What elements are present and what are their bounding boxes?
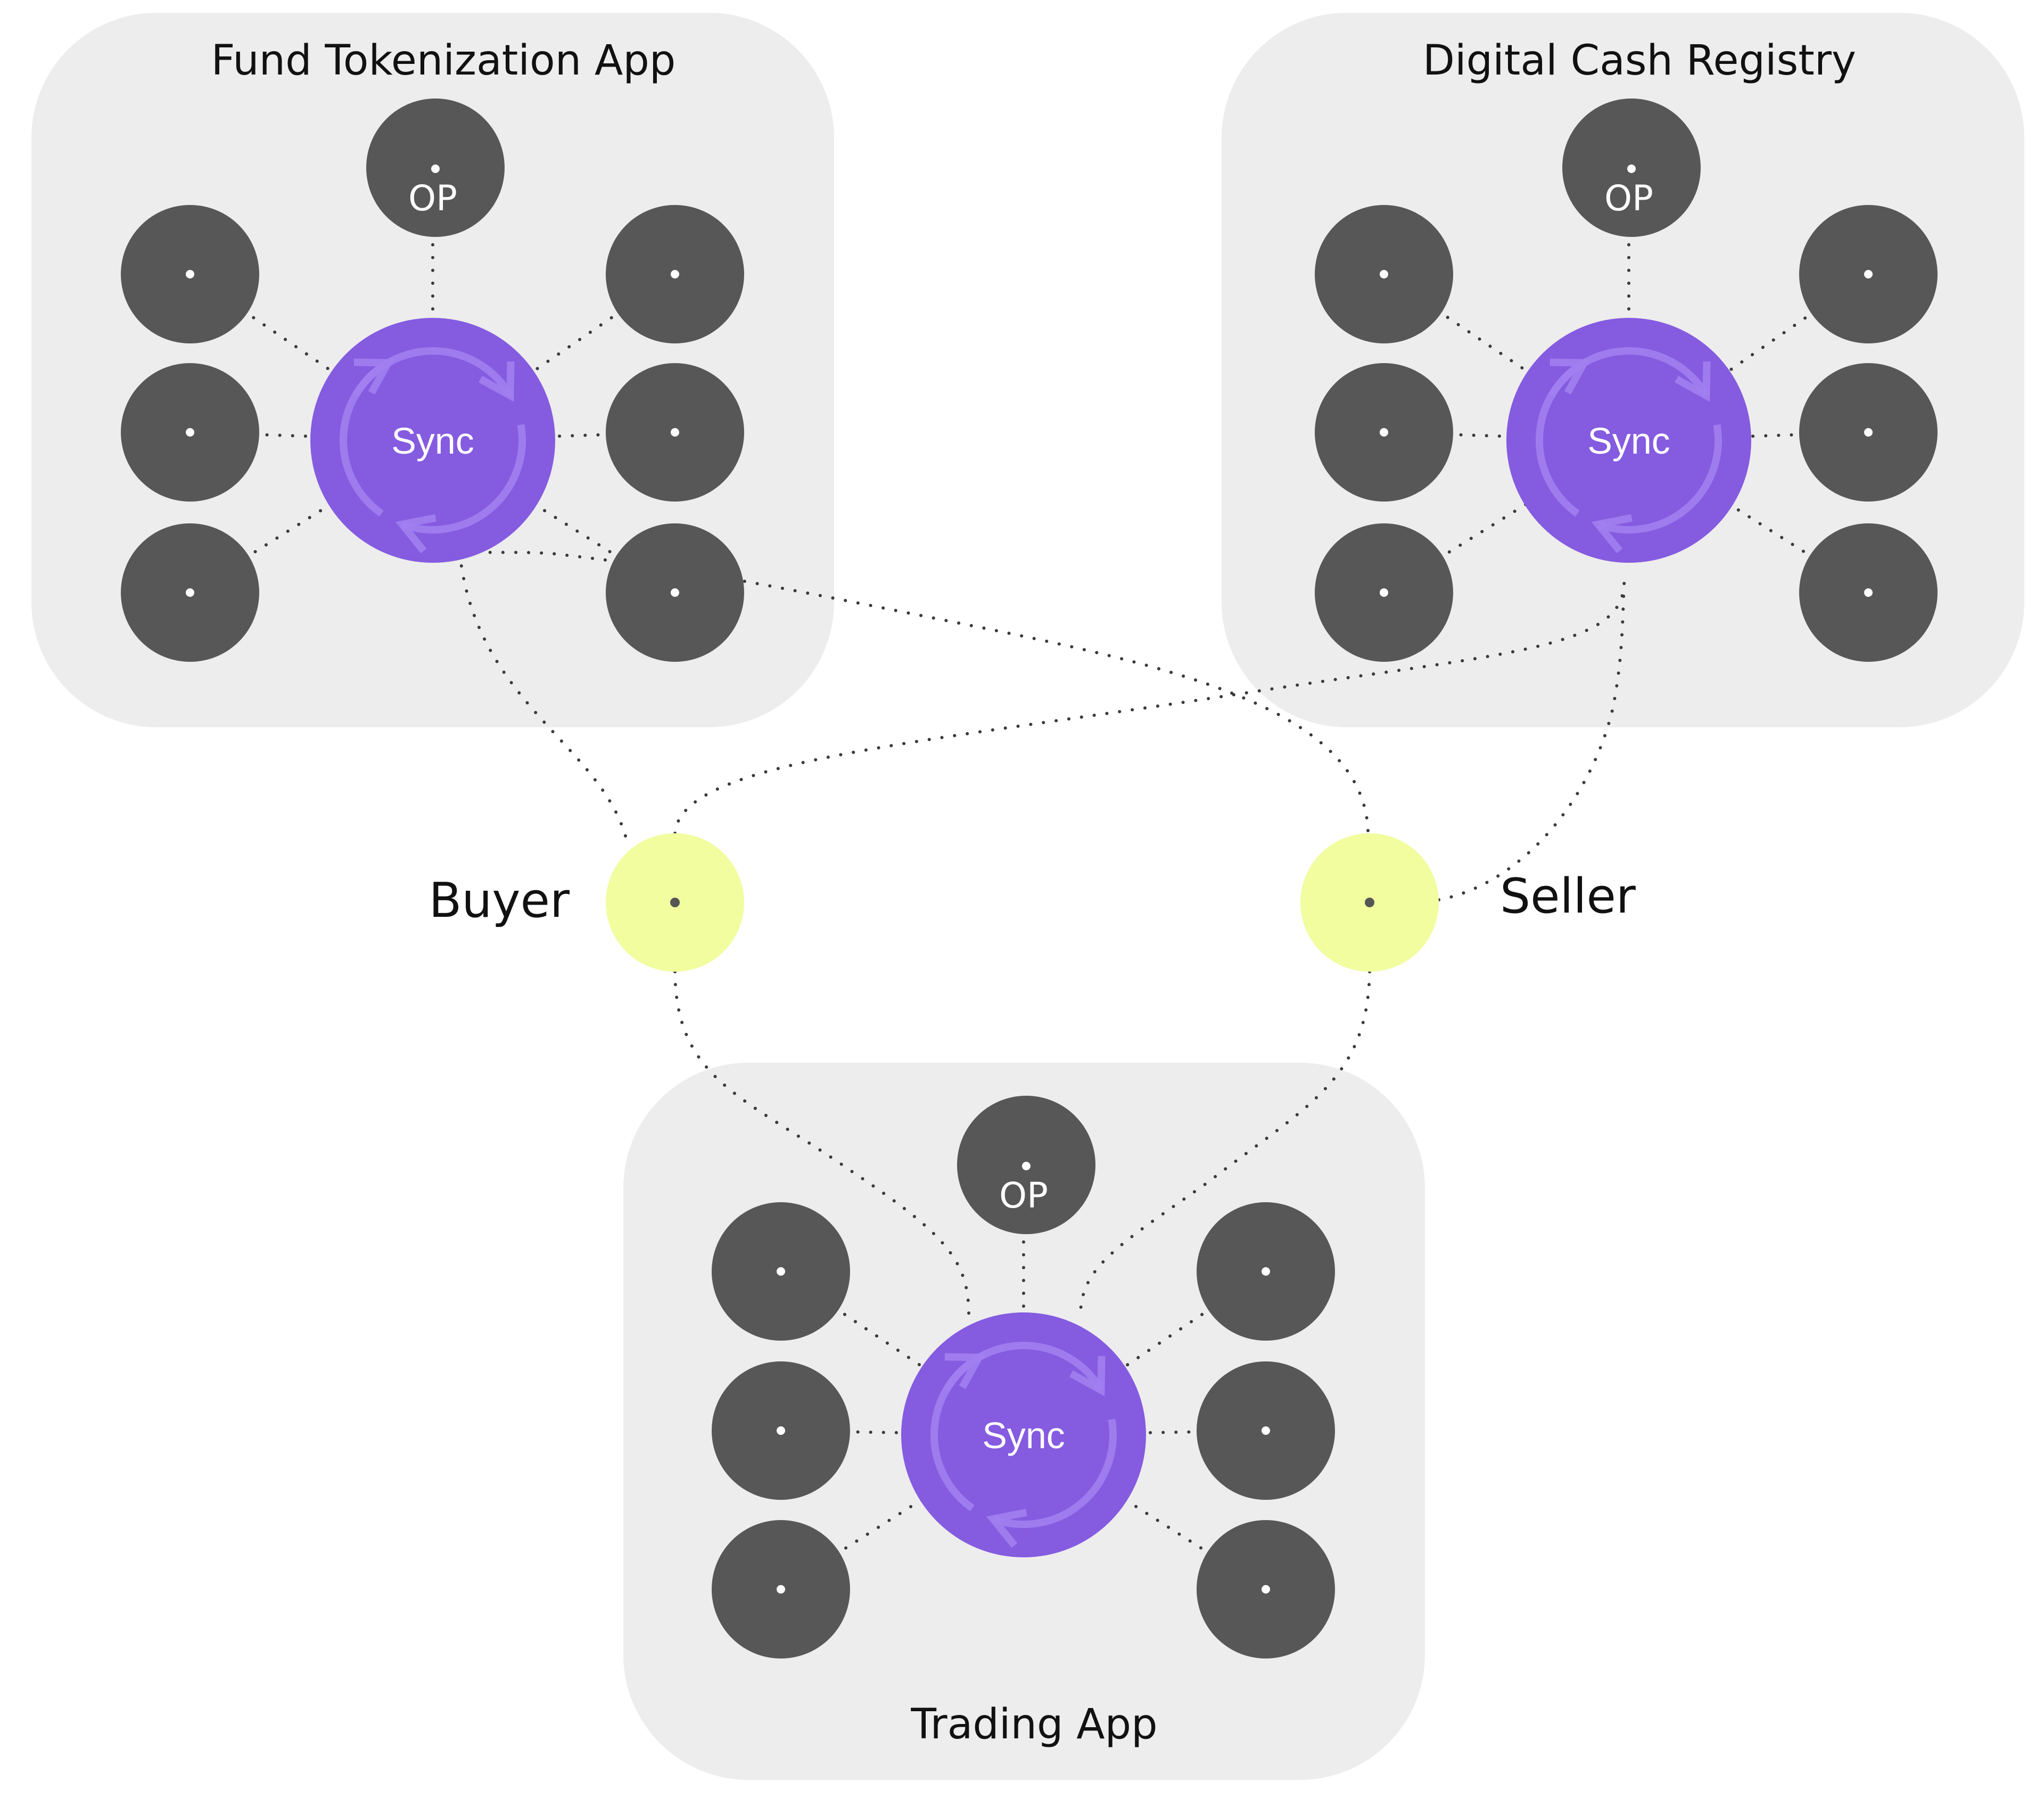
participant-node[interactable]: [712, 1202, 850, 1341]
buyer-node-dot: [670, 898, 680, 907]
node-dot: [671, 270, 679, 278]
node-dot: [1262, 1267, 1270, 1276]
operator-dot: [1022, 1162, 1031, 1170]
seller-node-dot: [1365, 898, 1374, 907]
operator-dot: [1627, 165, 1636, 173]
app-title: Digital Cash Registry: [1423, 37, 1856, 85]
sync-cycle-icon: [1536, 347, 1722, 554]
app-title: Trading App: [910, 1701, 1157, 1748]
node-dot: [777, 1426, 785, 1435]
node-dot: [1864, 428, 1873, 437]
participant-node[interactable]: [1197, 1520, 1335, 1659]
seller-label: Seller: [1500, 868, 1636, 924]
link-buyer-trading-sync: [673, 970, 970, 1317]
node-dot: [671, 428, 679, 437]
sync-cycle-icon: [340, 347, 526, 554]
participant-node[interactable]: [606, 363, 744, 502]
operator-dot: [431, 165, 440, 173]
participant-node[interactable]: [606, 205, 744, 343]
node-dot: [1864, 588, 1873, 597]
party-buyer[interactable]: Buyer: [429, 833, 744, 972]
link-seller-trading-sync: [1079, 970, 1371, 1317]
operator-node[interactable]: OP: [366, 98, 505, 237]
node-dot: [1380, 428, 1388, 437]
node-dot: [777, 1267, 785, 1276]
sync-hub[interactable]: Sync: [901, 1312, 1146, 1557]
node-dot: [1864, 270, 1873, 278]
participant-node[interactable]: [121, 523, 259, 662]
internal-link: [1627, 439, 1870, 594]
participant-node[interactable]: [1315, 205, 1453, 343]
participant-node[interactable]: [121, 363, 259, 502]
sync-label: Sync: [391, 420, 474, 462]
participant-node[interactable]: [1799, 205, 1938, 343]
node-dot: [186, 588, 194, 597]
sync-cycle-icon: [930, 1342, 1117, 1548]
sync-label: Sync: [1587, 420, 1670, 462]
buyer-label: Buyer: [429, 873, 570, 929]
operator-label: OP: [1604, 178, 1653, 219]
node-dot: [1380, 270, 1388, 278]
app-title: Fund Tokenization App: [211, 37, 676, 85]
participant-node[interactable]: [1799, 523, 1938, 662]
participant-node[interactable]: [1197, 1202, 1335, 1341]
sync-hub[interactable]: Sync: [310, 318, 555, 563]
operator-node[interactable]: OP: [957, 1096, 1095, 1234]
link-seller-fund-sync: [451, 549, 1370, 832]
node-dot: [1262, 1585, 1270, 1594]
participant-node[interactable]: [121, 205, 259, 343]
participant-node[interactable]: [1315, 363, 1453, 502]
participant-node[interactable]: [1799, 363, 1938, 502]
link-buyer-fund-sync: [459, 557, 627, 838]
link-seller-dcr-sync: [1437, 573, 1626, 901]
operator-node[interactable]: OP: [1562, 98, 1701, 237]
sync-hub[interactable]: Sync: [1506, 318, 1751, 563]
participant-node[interactable]: [606, 523, 744, 662]
participant-node[interactable]: [712, 1361, 850, 1500]
operator-label: OP: [999, 1175, 1048, 1216]
participant-node[interactable]: [712, 1520, 850, 1659]
participant-node[interactable]: [1315, 523, 1453, 662]
app-cluster-trading: Trading App OP Sync: [712, 1096, 1335, 1748]
participant-node[interactable]: [1197, 1361, 1335, 1500]
node-dot: [186, 270, 194, 278]
node-dot: [777, 1585, 785, 1594]
party-seller[interactable]: Seller: [1300, 833, 1636, 972]
node-dot: [1380, 588, 1388, 597]
operator-label: OP: [408, 178, 457, 219]
cross-app-connections: [451, 549, 1626, 1317]
sync-label: Sync: [982, 1415, 1065, 1456]
node-dot: [186, 428, 194, 437]
node-dot: [671, 588, 679, 597]
node-dot: [1262, 1426, 1270, 1435]
